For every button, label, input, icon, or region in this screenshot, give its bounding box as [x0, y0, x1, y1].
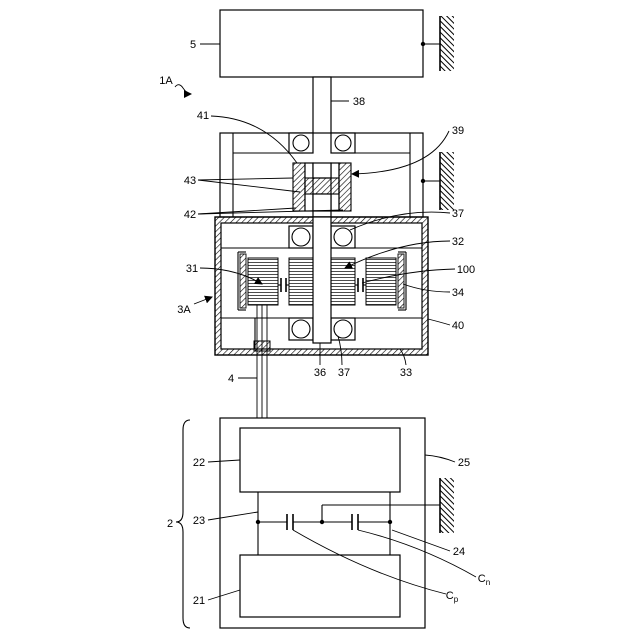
ref-label-cn: Cn [478, 573, 490, 587]
ref-label-cp-base: C [446, 590, 454, 602]
ref-label-cp: Cp [446, 590, 459, 604]
ref-label-100: 100 [457, 264, 475, 276]
ref-label-40: 40 [452, 320, 464, 332]
bearing-left-bottom-motor [289, 318, 313, 340]
brace-2 [176, 420, 190, 628]
ref-label-24: 24 [453, 546, 465, 558]
box-21 [240, 555, 400, 617]
ref-label-34: 34 [452, 287, 464, 299]
bearing-right-upper-housing [331, 133, 355, 153]
ref-label-38: 38 [353, 96, 365, 108]
ref-label-42: 42 [184, 209, 196, 221]
ref-label-5: 5 [190, 39, 196, 51]
ground-symbol-top [421, 16, 454, 71]
shaft-36 [313, 217, 331, 343]
ref-label-41: 41 [197, 110, 209, 122]
ref-label-32: 32 [452, 236, 464, 248]
ref-label-3a: 3A [177, 304, 191, 316]
ref-label-33: 33 [400, 367, 412, 379]
bearing-left-upper-housing [289, 133, 313, 153]
ref-label-cp-sub: p [454, 595, 459, 604]
shaft-link [313, 211, 331, 217]
ref-label-21: 21 [193, 595, 205, 607]
stator-left [238, 252, 278, 310]
ref-label-23: 23 [193, 515, 205, 527]
ground-symbol-bottom [440, 478, 454, 533]
ground-symbol-middle [421, 152, 454, 210]
box-5 [220, 10, 423, 77]
ref-label-cn-base: C [478, 573, 486, 585]
stator-right [366, 252, 406, 310]
box-22 [240, 428, 400, 492]
ref-label-36: 36 [314, 367, 326, 379]
ref-label-22: 22 [193, 457, 205, 469]
ref-label-cn-sub: n [486, 578, 490, 587]
ref-label-2: 2 [167, 518, 173, 530]
ref-label-37-lower: 37 [338, 367, 350, 379]
ref-label-25: 25 [458, 457, 470, 469]
ref-label-1a: 1A [159, 75, 173, 87]
ref-label-37-upper: 37 [452, 208, 464, 220]
ref-label-4: 4 [228, 373, 234, 385]
ref-label-39: 39 [452, 125, 464, 137]
coupling [293, 163, 351, 211]
bearing-left-top-motor [289, 226, 313, 248]
bearing-right-bottom-motor [331, 318, 355, 340]
wire-connector [254, 341, 270, 351]
ref-label-31: 31 [186, 263, 198, 275]
ref-label-43: 43 [184, 175, 196, 187]
